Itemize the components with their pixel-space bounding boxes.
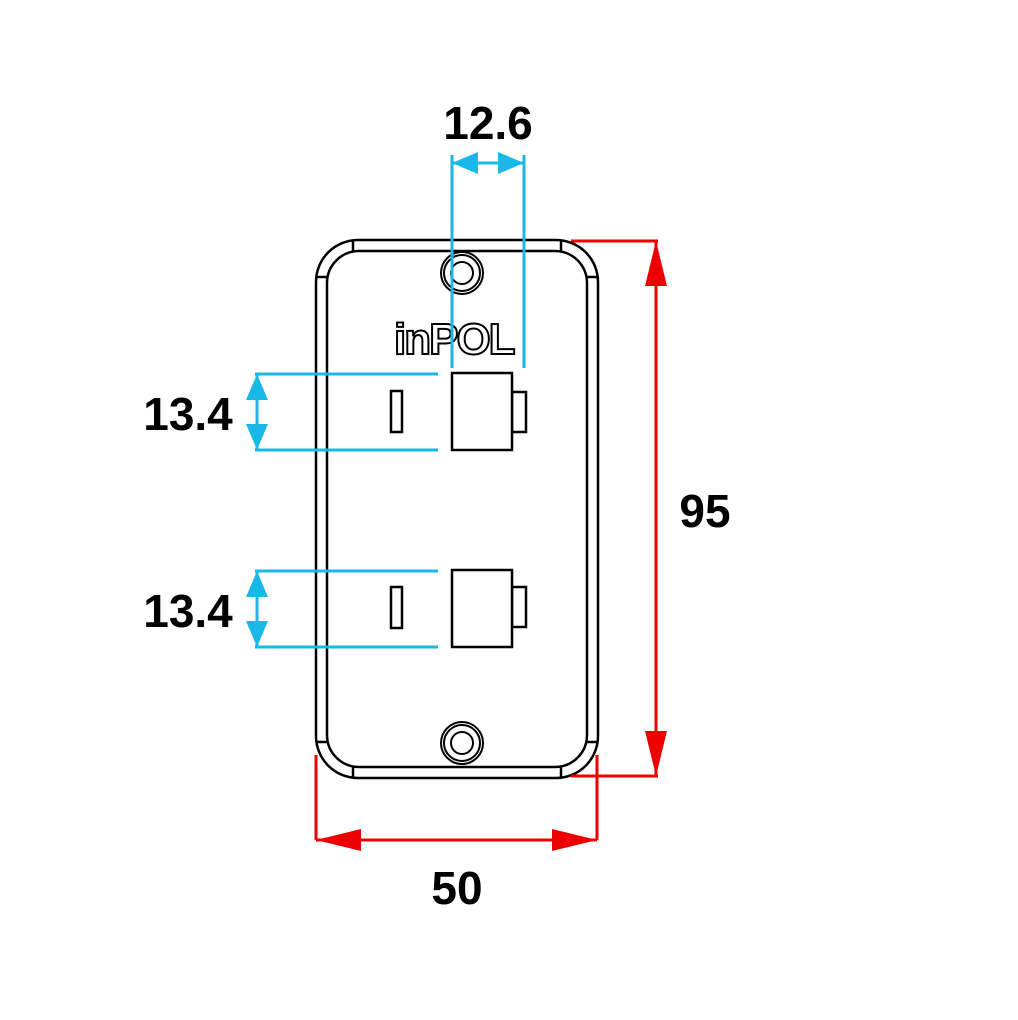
arrow-right-icon (552, 829, 597, 851)
screw-hole-bottom (440, 721, 484, 765)
jack-top (389, 371, 528, 452)
dimension-jack-height-top (246, 372, 438, 452)
label-jack-height-top: 13.4 (143, 388, 233, 440)
jack-top-body (450, 371, 514, 452)
arrow-right-icon (498, 152, 524, 174)
dimension-jack-height-bottom (246, 569, 438, 649)
dimension-plate-height (571, 239, 667, 778)
dimension-plate-width (314, 755, 599, 851)
brand-logo: inPOL (394, 315, 515, 364)
arrow-up-icon (645, 241, 667, 286)
label-plate-height: 95 (679, 485, 730, 537)
jack-bottom (389, 568, 528, 649)
jack-bottom-body (450, 568, 514, 649)
plate-inner-outline (325, 249, 589, 769)
wall-plate (314, 238, 600, 780)
arrow-up-icon (246, 374, 268, 400)
arrow-down-icon (246, 424, 268, 450)
arrow-left-icon (316, 829, 361, 851)
slot-top (389, 389, 404, 434)
arrow-left-icon (452, 152, 478, 174)
label-plate-width: 50 (431, 862, 482, 914)
jack-bottom-tab (510, 585, 528, 629)
jack-top-tab (510, 390, 528, 434)
arrow-down-icon (246, 621, 268, 647)
arrow-up-icon (246, 571, 268, 597)
arrow-down-icon (645, 731, 667, 776)
screw-hole-top (440, 251, 484, 295)
dimension-jack-width (450, 152, 526, 368)
plate-outer-outline (314, 238, 600, 780)
slot-bottom (389, 585, 404, 630)
label-jack-width: 12.6 (443, 97, 533, 149)
label-jack-height-bottom: 13.4 (143, 585, 233, 637)
